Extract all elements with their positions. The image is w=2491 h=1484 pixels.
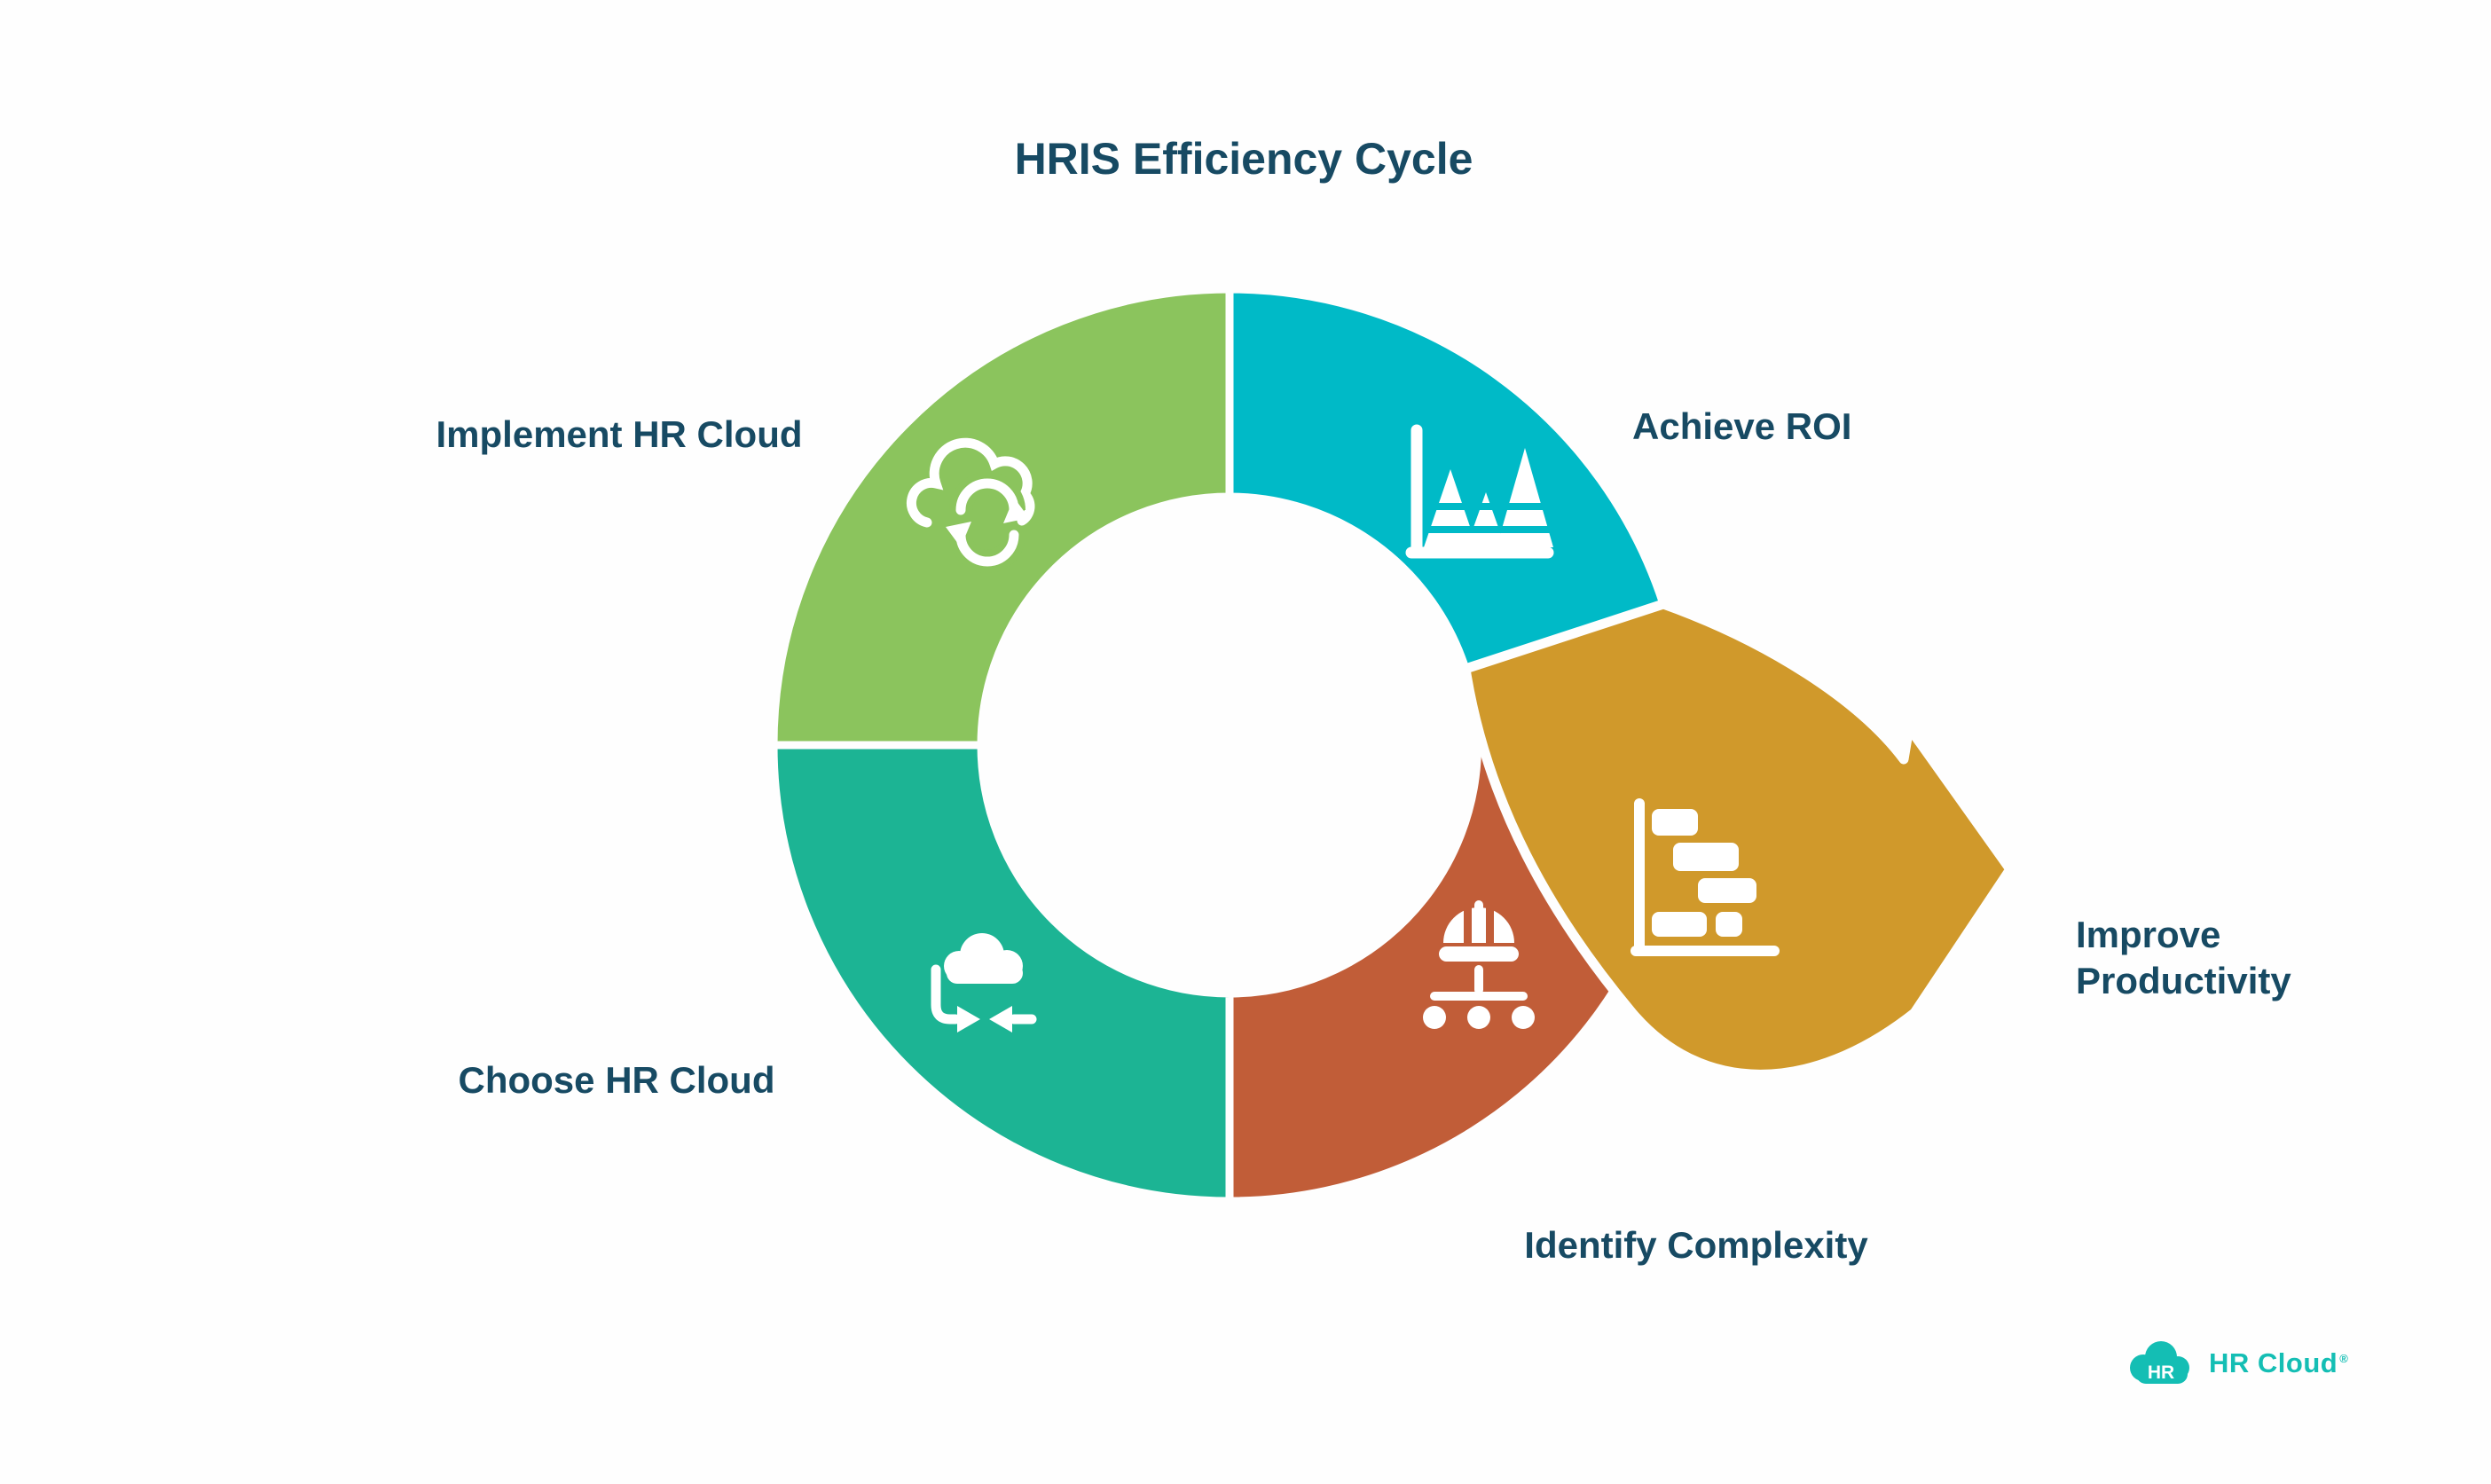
label-improve-productivity: Improve Productivity xyxy=(2076,914,2291,1002)
logo-name: HR Cloud xyxy=(2209,1347,2338,1378)
segment-achieve xyxy=(1225,285,1669,674)
label-achieve-roi: Achieve ROI xyxy=(1632,405,1852,447)
page-title: HRIS Efficiency Cycle xyxy=(1014,134,1473,184)
logo-registered-mark: ® xyxy=(2339,1351,2349,1365)
label-implement-hr-cloud: Implement HR Cloud xyxy=(436,413,803,455)
hr-cloud-logo-cloud-icon: HR xyxy=(2130,1341,2189,1384)
cloud-transfer-icon xyxy=(931,933,1037,1033)
outcome-arrow xyxy=(1460,599,2016,1080)
bar-chart-peaks-icon xyxy=(1405,424,1557,559)
segment-implement xyxy=(769,285,1234,750)
helmet-org-chart-icon xyxy=(1423,900,1535,1029)
label-choose-hr-cloud: Choose HR Cloud xyxy=(458,1059,775,1101)
logo-wordmark: HR Cloud® xyxy=(2209,1347,2348,1379)
cloud-sync-icon xyxy=(906,437,1035,573)
gantt-chart-icon xyxy=(1631,798,1780,956)
label-identify-complexity: Identify Complexity xyxy=(1524,1224,1868,1266)
logo-badge-text: HR xyxy=(2148,1362,2174,1383)
hr-cloud-logo: HR HR Cloud® xyxy=(2126,1338,2348,1389)
